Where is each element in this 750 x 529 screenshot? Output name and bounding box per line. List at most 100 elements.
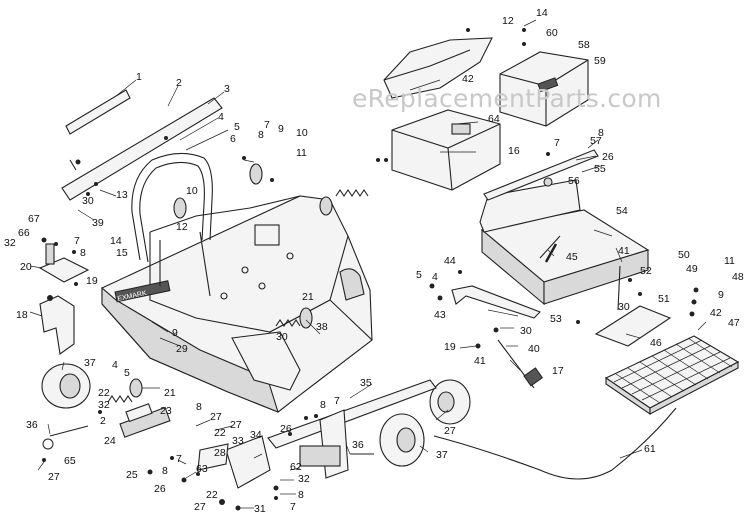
callout-42b: 42 bbox=[710, 307, 722, 319]
callout-47: 47 bbox=[728, 317, 740, 329]
callout-62: 62 bbox=[290, 461, 302, 473]
lever-17 bbox=[497, 339, 544, 389]
callout-23: 23 bbox=[160, 405, 172, 417]
lever-53 bbox=[451, 285, 541, 319]
callout-27e: 27 bbox=[444, 425, 456, 437]
callout-8c: 8 bbox=[196, 401, 202, 413]
callout-3: 3 bbox=[224, 83, 230, 95]
callout-32c: 32 bbox=[298, 473, 310, 485]
callout-7d: 7 bbox=[290, 501, 296, 513]
callout-5: 5 bbox=[234, 121, 240, 133]
callout-59: 59 bbox=[594, 55, 606, 67]
callout-46: 46 bbox=[650, 337, 662, 349]
callout-14a: 14 bbox=[110, 235, 122, 247]
wheel-37-left bbox=[41, 363, 91, 409]
callout-36a: 36 bbox=[26, 419, 38, 431]
wheel-37-front bbox=[379, 413, 425, 467]
bracket-28 bbox=[197, 443, 229, 471]
callout-8a: 8 bbox=[80, 247, 86, 259]
callout-32b: 32 bbox=[98, 399, 110, 411]
callout-27b: 27 bbox=[210, 411, 222, 423]
callout-45: 45 bbox=[566, 251, 578, 263]
callout-5a: 5 bbox=[416, 269, 422, 281]
callout-52: 52 bbox=[640, 265, 652, 277]
callout-8: 8 bbox=[258, 129, 264, 141]
caster-18 bbox=[39, 295, 75, 355]
cylinder-24 bbox=[119, 403, 171, 438]
callout-34: 34 bbox=[250, 429, 262, 441]
callout-4: 4 bbox=[218, 111, 224, 123]
callout-36b: 36 bbox=[352, 439, 364, 451]
bracket-33 bbox=[225, 435, 271, 489]
callout-6: 6 bbox=[230, 133, 236, 145]
callout-38: 38 bbox=[316, 321, 328, 333]
callout-21b: 21 bbox=[164, 387, 176, 399]
callout-61: 61 bbox=[644, 443, 656, 455]
callout-8f: 8 bbox=[320, 399, 326, 411]
callout-8b: 8 bbox=[598, 127, 604, 139]
callout-28: 28 bbox=[214, 447, 226, 459]
callout-65: 65 bbox=[64, 455, 76, 467]
callout-2b: 2 bbox=[100, 415, 106, 427]
callout-58: 58 bbox=[578, 39, 590, 51]
callout-4b: 4 bbox=[112, 359, 118, 371]
callout-7a: 7 bbox=[74, 235, 80, 247]
callout-26b: 26 bbox=[154, 483, 166, 495]
callout-42a: 42 bbox=[462, 73, 474, 85]
callout-15: 15 bbox=[116, 247, 128, 259]
callout-43: 43 bbox=[434, 309, 446, 321]
axle-frame-35 bbox=[267, 379, 437, 479]
main-frame: EXMARK bbox=[101, 195, 373, 413]
callout-12b: 12 bbox=[502, 15, 514, 27]
callout-27a: 27 bbox=[48, 471, 60, 483]
basket-47 bbox=[604, 335, 740, 416]
callout-11a: 11 bbox=[296, 147, 307, 159]
callout-56: 56 bbox=[568, 175, 580, 187]
callout-57: 57 bbox=[590, 135, 602, 147]
callout-21a: 21 bbox=[302, 291, 314, 303]
callout-37b: 37 bbox=[436, 449, 448, 461]
callout-16: 16 bbox=[508, 145, 520, 157]
callout-32a: 32 bbox=[4, 237, 16, 249]
wheel-rear-27 bbox=[429, 379, 471, 425]
callout-19a: 19 bbox=[86, 275, 98, 287]
callout-10a: 10 bbox=[296, 127, 308, 139]
callout-20: 20 bbox=[20, 261, 32, 273]
callout-7: 7 bbox=[264, 119, 270, 131]
callout-9b: 9 bbox=[718, 289, 724, 301]
handle-bar bbox=[61, 89, 223, 201]
callout-7c: 7 bbox=[176, 453, 182, 465]
callout-25: 25 bbox=[126, 469, 138, 481]
callout-19b: 19 bbox=[444, 341, 456, 353]
tray-54 bbox=[479, 179, 650, 306]
callout-5b: 5 bbox=[124, 367, 130, 379]
callout-41b: 41 bbox=[474, 355, 486, 367]
callout-53: 53 bbox=[550, 313, 562, 325]
callout-39: 39 bbox=[92, 217, 104, 229]
callout-12a: 12 bbox=[176, 221, 188, 233]
callout-18: 18 bbox=[16, 309, 28, 321]
callout-64: 64 bbox=[488, 113, 500, 125]
cable-61 bbox=[433, 407, 677, 480]
callout-30c: 30 bbox=[520, 325, 532, 337]
watermark-text: eReplacementParts.com bbox=[352, 84, 662, 113]
leader-lines bbox=[29, 19, 707, 509]
callout-37a: 37 bbox=[84, 357, 96, 369]
callout-27c: 27 bbox=[230, 419, 242, 431]
bracket-20 bbox=[38, 243, 90, 283]
roll-bar bbox=[131, 152, 213, 263]
plate-46 bbox=[594, 305, 672, 347]
callout-2: 2 bbox=[176, 77, 182, 89]
callout-54: 54 bbox=[616, 205, 628, 217]
callout-35: 35 bbox=[360, 377, 372, 389]
callout-60: 60 bbox=[546, 27, 558, 39]
callout-55: 55 bbox=[594, 163, 606, 175]
hardware bbox=[41, 28, 699, 511]
callout-8d: 8 bbox=[162, 465, 168, 477]
callout-67: 67 bbox=[28, 213, 40, 225]
callout-9c: 9 bbox=[172, 327, 178, 339]
callout-48: 48 bbox=[732, 271, 744, 283]
bar-57 bbox=[483, 149, 599, 201]
callout-1: 1 bbox=[136, 71, 142, 83]
